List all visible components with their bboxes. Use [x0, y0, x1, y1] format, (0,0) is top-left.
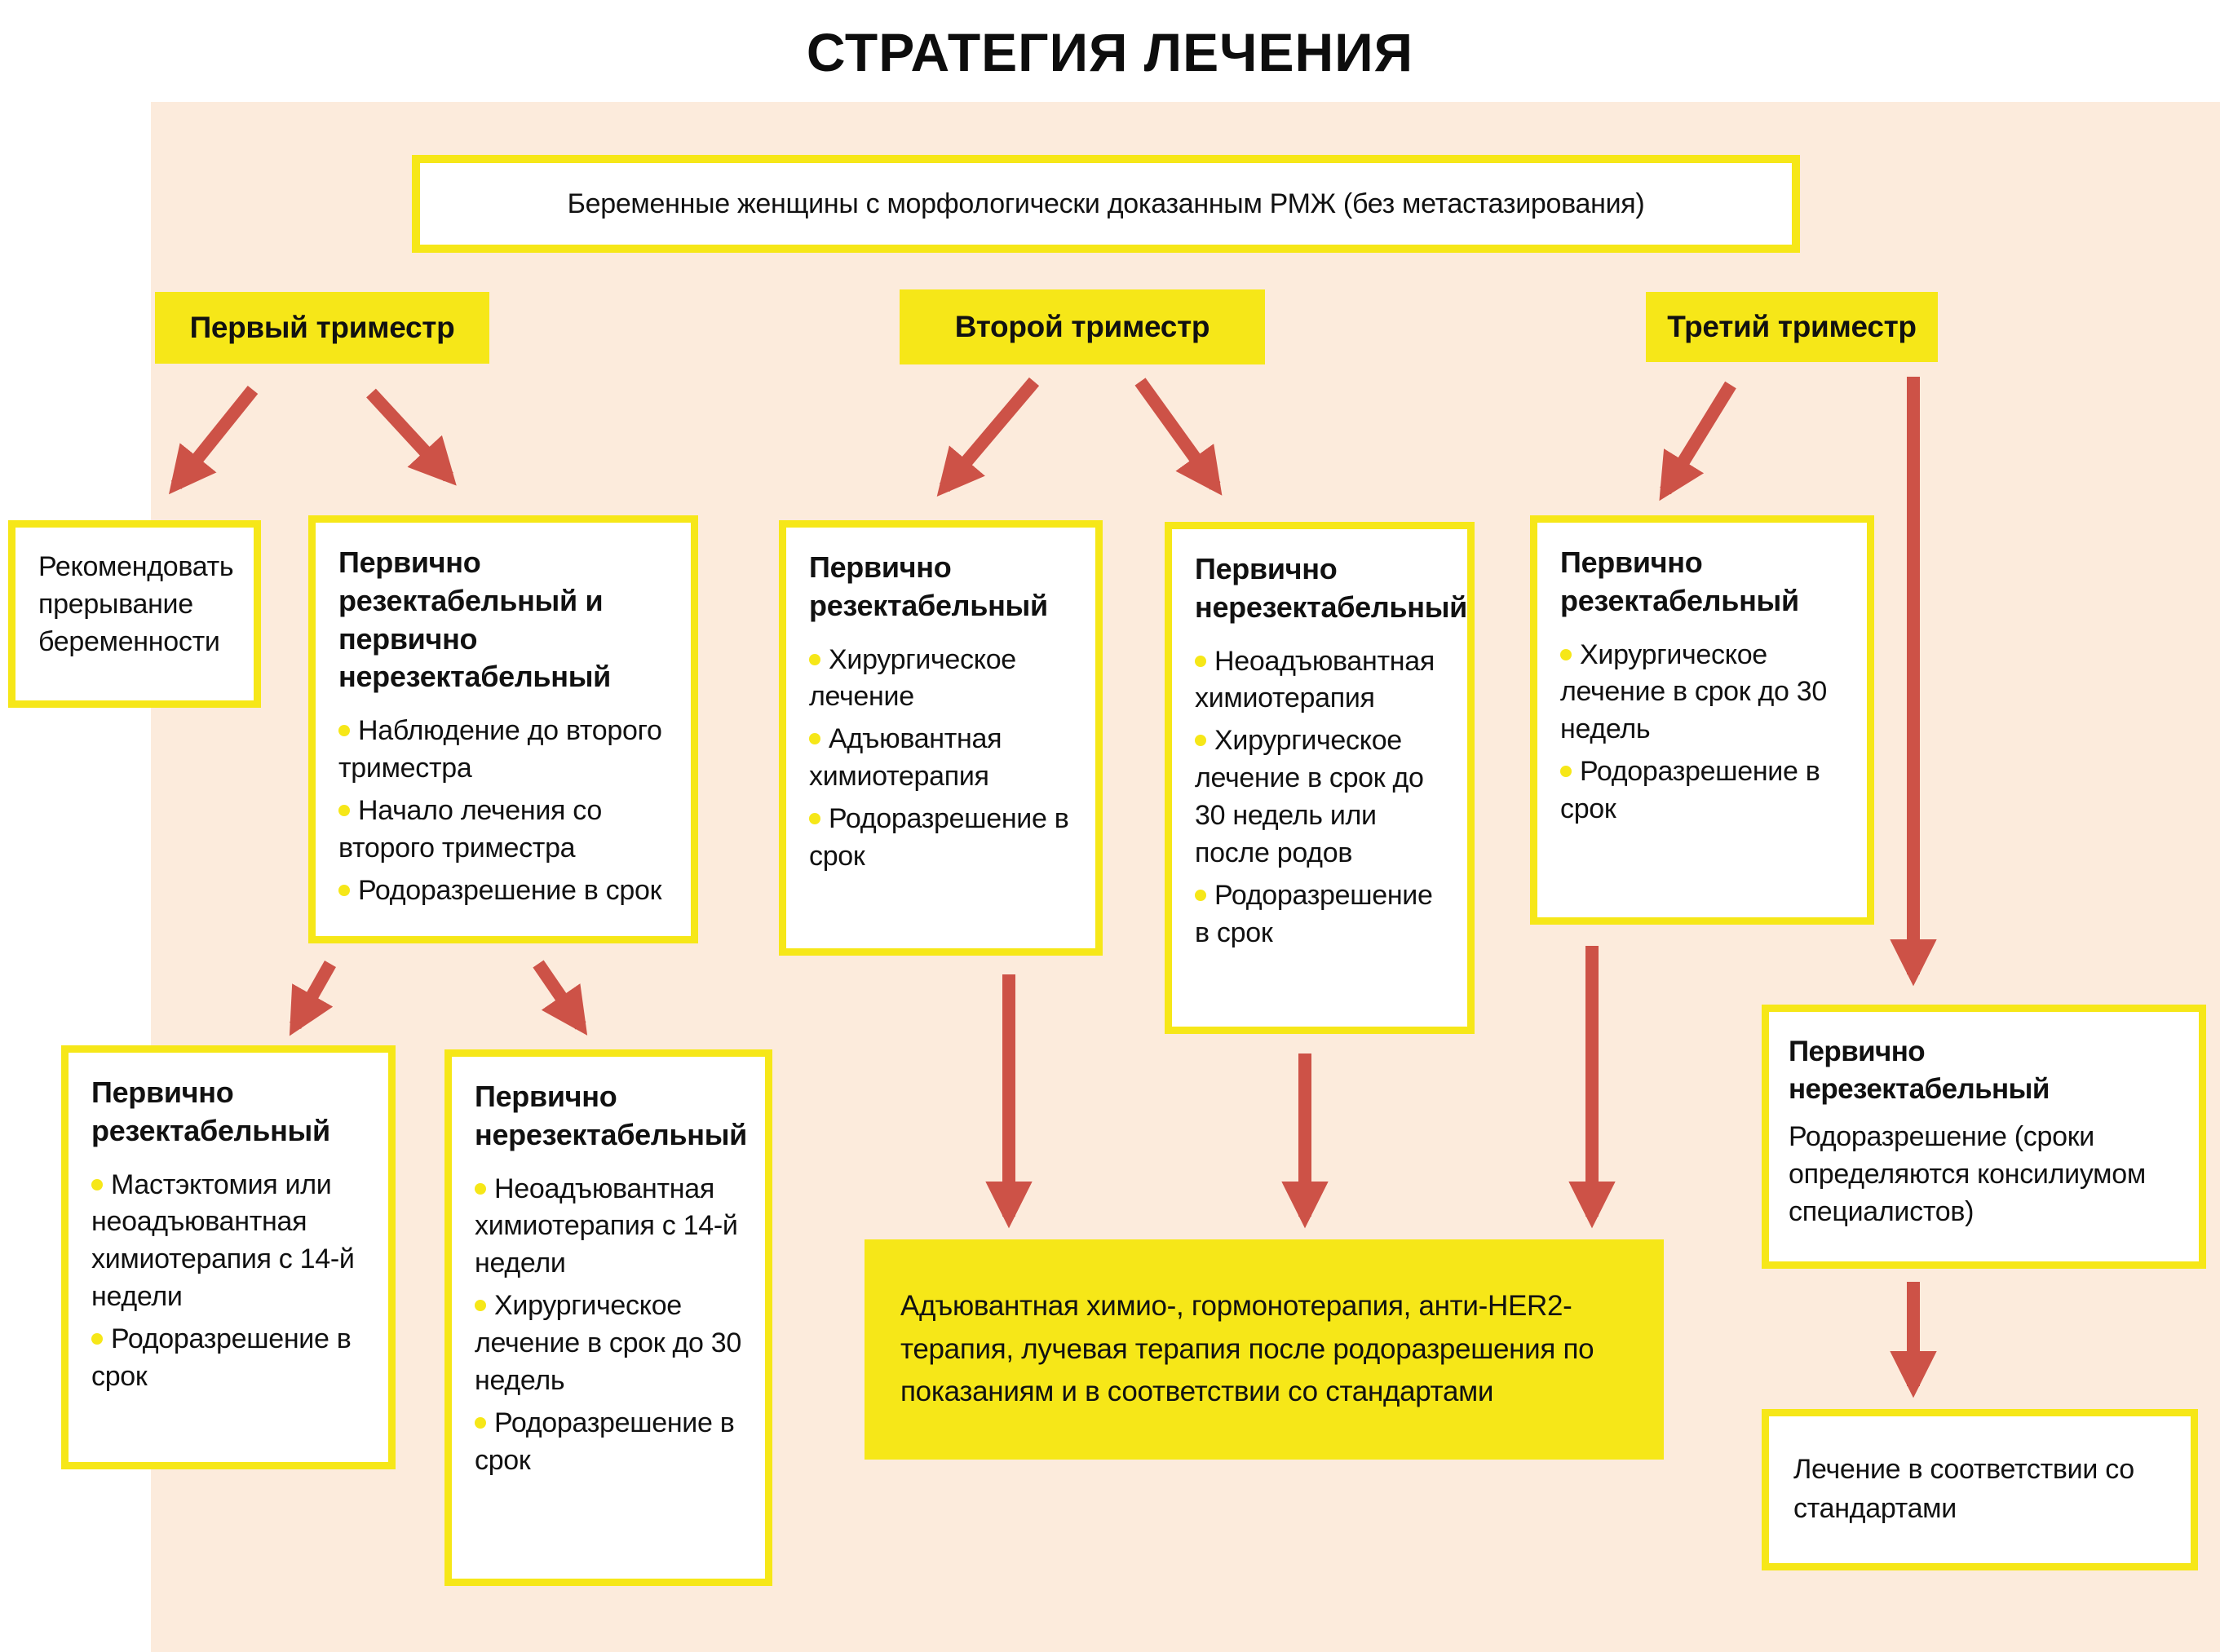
bullet-text: Мастэктомия или неоадъювантная химиотера… [91, 1168, 355, 1313]
trimester-3-text: Третий триместр [1667, 310, 1917, 343]
list-item: Родоразрешение в срок [1560, 753, 1844, 828]
bullet-text: Родоразрешение в срок [475, 1407, 735, 1476]
t1-unresectable-title: Первично нерезектабельный [475, 1080, 747, 1151]
t3-unresectable-title: Первично нерезектабельный [1789, 1036, 2050, 1105]
bullet-text: Хирургическое лечение в срок до 30 недел… [1560, 638, 1828, 745]
bullet-icon [475, 1300, 486, 1312]
t1-combined-title: Первично резектабельный и первично нерез… [338, 546, 611, 694]
t3-resectable-box: Первично резектабельный Хирургическое ле… [1530, 515, 1874, 925]
bullet-text: Наблюдение до второго триместра [338, 715, 662, 784]
trimester-2-label: Второй триместр [900, 289, 1265, 364]
list-item: Хирургическое лечение [809, 642, 1072, 717]
standards-text: Лечение в соответствии со стандартами [1793, 1454, 2134, 1524]
bullet-icon [809, 653, 820, 665]
bullet-text: Родоразрешение в срок [91, 1323, 352, 1393]
bullet-icon [1560, 648, 1572, 660]
t1-unresectable-box: Первично нерезектабельный Неоадъювантная… [444, 1049, 772, 1586]
bullet-text: Родоразрешение в срок [358, 874, 662, 906]
bullet-text: Родоразрешение в срок [1195, 879, 1433, 948]
t3-unresectable-text: Родоразрешение (сроки определяются конси… [1789, 1121, 2146, 1227]
bullet-text: Родоразрешение в срок [809, 803, 1069, 872]
list-item: Мастэктомия или неоадъювантная химиотера… [91, 1167, 365, 1317]
bullet-icon [809, 813, 820, 825]
diagram-title: СТРАТЕГИЯ ЛЕЧЕНИЯ [806, 22, 1414, 82]
bullet-icon [91, 1333, 103, 1345]
recommend-abortion-box: Рекомендовать прерывание беременности [8, 520, 261, 708]
list-item: Хирургическое лечение в срок до 30 недел… [475, 1288, 742, 1400]
bullet-icon [1195, 655, 1206, 667]
standards-box: Лечение в соответствии со стандартами [1762, 1409, 2198, 1570]
t3-unresectable-box: Первично нерезектабельный Родоразрешение… [1762, 1005, 2206, 1269]
adjuvant-therapy-box: Адъювантная химио-, гормонотерапия, анти… [865, 1239, 1664, 1460]
bullet-icon [91, 1178, 103, 1190]
bullet-icon [809, 733, 820, 745]
list-item: Хирургическое лечение в срок до 30 недел… [1195, 722, 1444, 872]
t1-resectable-box: Первично резектабельный Мастэктомия или … [61, 1045, 396, 1469]
bullet-text: Неоадъювантная химиотерапия [1195, 645, 1435, 714]
list-item: Хирургическое лечение в срок до 30 недел… [1560, 637, 1844, 749]
list-item: Неоадъювантная химиотерапия [1195, 643, 1444, 718]
bullet-text: Хирургическое лечение [809, 643, 1016, 713]
bullet-icon [338, 884, 350, 896]
t3-resectable-title: Первично резектабельный [1560, 546, 1799, 617]
adjuvant-therapy-text: Адъювантная химио-, гормонотерапия, анти… [900, 1290, 1594, 1408]
t2-resectable-box: Первично резектабельный Хирургическое ле… [779, 520, 1103, 956]
t2-unresectable-box: Первично нерезектабельный Неоадъювантная… [1165, 522, 1475, 1034]
bullet-text: Родоразрешение в срок [1560, 756, 1820, 825]
list-item: Родоразрешение в срок [809, 801, 1072, 876]
bullet-icon [1195, 889, 1206, 901]
list-item: Родоразрешение в срок [338, 872, 668, 910]
trimester-2-text: Второй триместр [954, 310, 1210, 343]
bullet-icon [475, 1182, 486, 1195]
t2-resectable-title: Первично резектабельный [809, 550, 1048, 622]
list-item: Наблюдение до второго триместра [338, 713, 668, 788]
bullet-text: Хирургическое лечение в срок до 30 недел… [1195, 725, 1424, 869]
t2-unresectable-title: Первично нерезектабельный [1195, 552, 1467, 624]
trimester-3-label: Третий триместр [1646, 292, 1938, 362]
bullet-icon [338, 804, 350, 816]
bullet-icon [1195, 735, 1206, 747]
bullet-text: Неоадъювантная химиотерапия с 14-й недел… [475, 1173, 738, 1279]
bullet-text: Начало лечения со второго триместра [338, 794, 602, 864]
bullet-text: Хирургическое лечение в срок до 30 недел… [475, 1290, 742, 1397]
t1-resectable-title: Первично резектабельный [91, 1076, 330, 1147]
list-item: Родоразрешение в срок [1195, 877, 1444, 952]
list-item: Родоразрешение в срок [91, 1321, 365, 1396]
bullet-icon [338, 725, 350, 737]
recommend-abortion-text: Рекомендовать прерывание беременности [38, 551, 234, 657]
trimester-1-text: Первый триместр [189, 311, 455, 344]
list-item: Начало лечения со второго триместра [338, 793, 668, 868]
list-item: Адъювантная химиотерапия [809, 721, 1072, 796]
trimester-1-label: Первый триместр [155, 292, 489, 364]
list-item: Родоразрешение в срок [475, 1405, 742, 1480]
t1-combined-box: Первично резектабельный и первично нерез… [308, 515, 698, 943]
bullet-text: Адъювантная химиотерапия [809, 723, 1002, 793]
patient-group-text: Беременные женщины с морфологически дока… [567, 188, 1645, 219]
patient-group-box: Беременные женщины с морфологически дока… [412, 155, 1800, 253]
bullet-icon [1560, 766, 1572, 778]
list-item: Неоадъювантная химиотерапия с 14-й недел… [475, 1171, 742, 1283]
bullet-icon [475, 1416, 486, 1429]
